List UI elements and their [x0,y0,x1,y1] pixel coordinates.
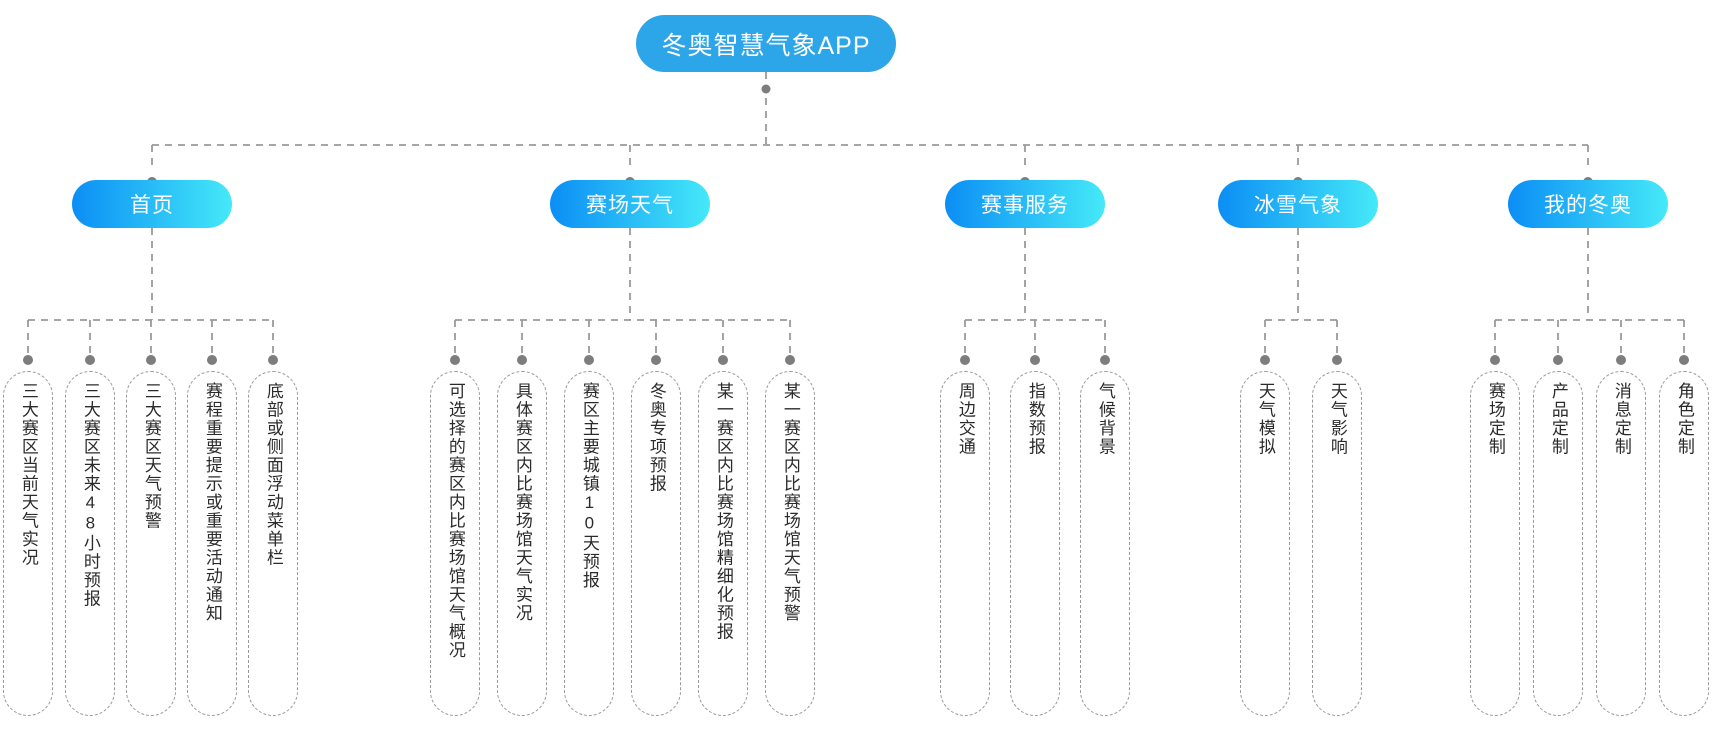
leaf-node-label: 周边交通 [955,382,975,456]
leaf-node-label: 消息定制 [1611,382,1631,456]
category-node-label: 我的冬奥 [1544,194,1632,217]
leaf-node[interactable]: 某一赛区内比赛场馆精细化预报 [698,371,748,716]
category-node-label: 赛事服务 [981,194,1069,217]
category-node-venue-weather[interactable]: 赛场天气 [550,180,710,228]
leaf-node-label: 赛场定制 [1485,382,1505,456]
category-node-home[interactable]: 首页 [72,180,232,228]
leaf-node-label: 角色定制 [1674,382,1694,456]
leaf-node[interactable]: 消息定制 [1596,371,1646,716]
leaf-node[interactable]: 天气模拟 [1240,371,1290,716]
leaf-node[interactable]: 指数预报 [1010,371,1060,716]
leaf-node-label: 冬奥专项预报 [646,382,666,493]
leaf-node-label: 指数预报 [1025,382,1045,456]
leaf-node[interactable]: 三大赛区天气预警 [126,371,176,716]
category-node-my-olympics[interactable]: 我的冬奥 [1508,180,1668,228]
leaf-node[interactable]: 气候背景 [1080,371,1130,716]
leaf-node[interactable]: 赛程重要提示或重要活动通知 [187,371,237,716]
leaf-node[interactable]: 具体赛区内比赛场馆天气实况 [497,371,547,716]
leaf-node-label: 某一赛区内比赛场馆精细化预报 [713,382,733,641]
leaf-node-label: 可选择的赛区内比赛场馆天气概况 [445,382,465,660]
leaf-node-label: 天气模拟 [1255,382,1275,456]
leaf-node[interactable]: 角色定制 [1659,371,1709,716]
leaf-node[interactable]: 三大赛区未来48小时预报 [65,371,115,716]
leaf-node-label: 三大赛区天气预警 [141,382,161,530]
category-node-ice-snow[interactable]: 冰雪气象 [1218,180,1378,228]
leaf-node[interactable]: 赛场定制 [1470,371,1520,716]
root-node-app-title[interactable]: 冬奥智慧气象APP [636,15,896,72]
leaf-node-label: 某一赛区内比赛场馆天气预警 [780,382,800,623]
leaf-node-label: 赛区主要城镇10天预报 [579,382,599,590]
leaf-node-label: 赛程重要提示或重要活动通知 [202,382,222,623]
leaf-node-label: 产品定制 [1548,382,1568,456]
category-node-label: 冰雪气象 [1254,194,1342,217]
category-node-event-service[interactable]: 赛事服务 [945,180,1105,228]
leaf-node[interactable]: 冬奥专项预报 [631,371,681,716]
leaf-node-label: 底部或侧面浮动菜单栏 [263,382,283,567]
leaf-node-label: 三大赛区未来48小时预报 [80,382,100,608]
leaf-node[interactable]: 天气影响 [1312,371,1362,716]
leaf-node-label: 气候背景 [1095,382,1115,456]
leaf-node-label: 天气影响 [1327,382,1347,456]
leaf-node[interactable]: 可选择的赛区内比赛场馆天气概况 [430,371,480,716]
leaf-node[interactable]: 某一赛区内比赛场馆天气预警 [765,371,815,716]
leaf-node-label: 三大赛区当前天气实况 [18,382,38,567]
leaf-node[interactable]: 三大赛区当前天气实况 [3,371,53,716]
leaf-node[interactable]: 产品定制 [1533,371,1583,716]
leaf-node[interactable]: 赛区主要城镇10天预报 [564,371,614,716]
category-node-label: 首页 [130,194,174,217]
leaf-node[interactable]: 周边交通 [940,371,990,716]
leaf-node-label: 具体赛区内比赛场馆天气实况 [512,382,532,623]
leaf-node[interactable]: 底部或侧面浮动菜单栏 [248,371,298,716]
category-node-label: 赛场天气 [586,194,674,217]
